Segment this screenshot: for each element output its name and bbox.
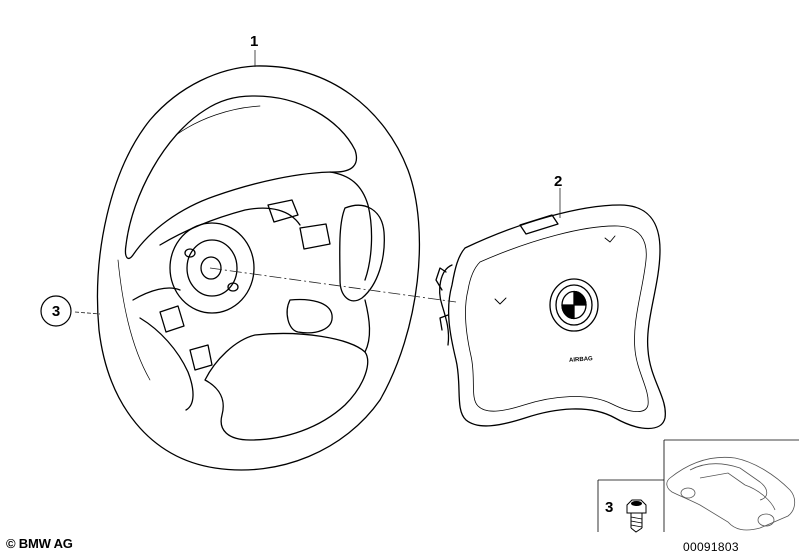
callout-3-circled: 3 xyxy=(52,303,60,320)
airbag-module[interactable] xyxy=(435,204,666,430)
document-number: 00091803 xyxy=(683,540,739,554)
screw-icon xyxy=(626,499,647,533)
airbag-badge-text: AIRBAG xyxy=(569,356,593,364)
callout-3-circle xyxy=(40,295,72,327)
copyright-notice: © BMW AG xyxy=(6,536,73,551)
leader-lines xyxy=(74,50,561,315)
screw-detail-box xyxy=(597,439,799,532)
steering-wheel[interactable] xyxy=(96,65,421,471)
callout-3-detail: 3 xyxy=(605,499,613,516)
callout-1: 1 xyxy=(250,33,258,50)
vehicle-thumbnail xyxy=(666,456,796,531)
callout-2: 2 xyxy=(554,173,562,190)
